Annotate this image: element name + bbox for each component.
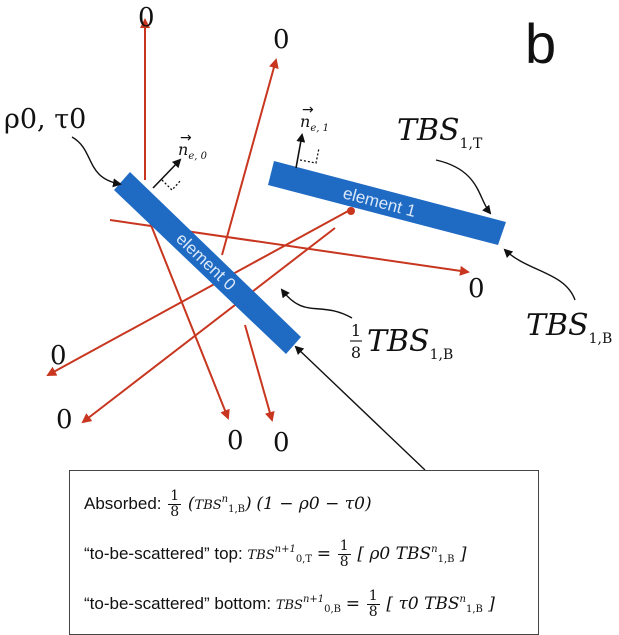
exit-label: 0 bbox=[468, 274, 485, 304]
exit-label: 0 bbox=[273, 428, 290, 458]
properties-pointer bbox=[71, 136, 122, 188]
tbs-top-pointer bbox=[435, 159, 492, 215]
svg-text:1: 1 bbox=[351, 321, 361, 340]
ray-from-element1-left bbox=[46, 209, 351, 376]
incoming-tbs: TBS1,B bbox=[367, 324, 453, 363]
box-pointer bbox=[294, 345, 426, 471]
element1-normal-label: ne, 1 bbox=[300, 112, 329, 134]
vector-arrow-icon: → bbox=[302, 102, 314, 118]
element0-label: element 0 bbox=[172, 229, 239, 294]
element-0: element 0 ne, 0 → bbox=[114, 130, 301, 354]
vector-arrow-icon: → bbox=[180, 130, 192, 146]
exit-label: 0 bbox=[273, 25, 290, 55]
exit-label: 0 bbox=[50, 341, 67, 371]
exit-label: 0 bbox=[227, 426, 244, 456]
incoming-pointer bbox=[280, 288, 353, 319]
svg-text:8: 8 bbox=[351, 343, 361, 362]
element0-properties: ρ0, τ0 bbox=[4, 104, 86, 135]
tbs-top-label: TBS1,T bbox=[397, 113, 483, 152]
ray-upper-right bbox=[221, 58, 279, 256]
exit-label: 0 bbox=[56, 405, 73, 435]
panel-label: b bbox=[525, 12, 556, 75]
ray-down-left bbox=[81, 227, 336, 424]
ray-down-right bbox=[244, 324, 275, 422]
incoming-fraction-label: 1 8 TBS1,B bbox=[350, 321, 453, 363]
exit-label: 0 bbox=[138, 3, 155, 33]
element0-normal-label: ne, 0 bbox=[178, 140, 208, 162]
tbs-bottom-pointer bbox=[503, 248, 576, 301]
element1-hit-point bbox=[347, 207, 355, 215]
tbs-bottom-label: TBS1,B bbox=[526, 308, 612, 347]
exit-labels: 0 0 0 0 0 0 0 bbox=[50, 3, 485, 458]
ray-down-center bbox=[144, 209, 230, 420]
scattered-rays bbox=[46, 18, 470, 424]
element-1: element 1 ne, 1 → bbox=[268, 102, 506, 245]
